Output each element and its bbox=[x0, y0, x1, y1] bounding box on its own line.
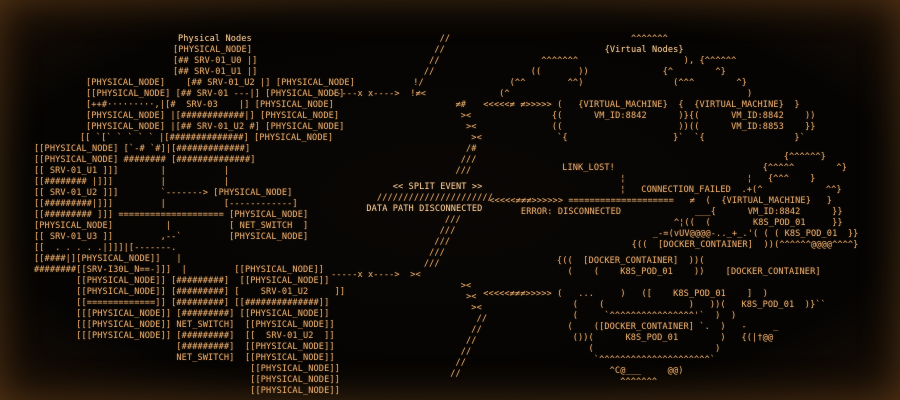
ascii-line: /// bbox=[350, 226, 456, 236]
ascii-line: (^^ ^^) (^^^ ^} bbox=[478, 78, 747, 88]
link-lost-label: LINK_LOST! {^^^^^ ^} bbox=[520, 163, 847, 173]
physical-nodes-title: Physical Nodes bbox=[178, 34, 252, 44]
ascii-line: // bbox=[350, 314, 488, 324]
ascii-line: [[PHYSICAL_NODE]] [#########] [ SRV-01_U… bbox=[34, 287, 346, 297]
ascii-line: /// bbox=[350, 215, 461, 225]
ascii-line: /// bbox=[350, 248, 445, 258]
ascii-line: ( `^^^^^^^^^^^^^^^^'` ) ) bbox=[520, 311, 737, 321]
ascii-line: [[ SRV-01_U2 ]]] `-------> [PHYSICAL_NOD… bbox=[34, 188, 293, 198]
ascii-line: NET_SWITCH] [[PHYSICAL_NODE]] bbox=[34, 353, 335, 363]
ascii-line: [[####|][PHYSICAL_NODE]] | bbox=[34, 254, 182, 264]
ascii-line: ≠# bbox=[350, 100, 467, 110]
ascii-line: ^C@___ @@) bbox=[520, 366, 684, 376]
ascii-line: [PHYSICAL_NODE] |[############|] [PHYSIC… bbox=[86, 111, 340, 121]
ascii-line: /// bbox=[350, 259, 440, 269]
ascii-line: `^^^^^^^^^^^^^^^^^^^^^` bbox=[520, 355, 716, 365]
ascii-line: // bbox=[350, 358, 467, 368]
ascii-line: [[PHYSICAL_NODE] ######## [#############… bbox=[34, 155, 256, 165]
ascii-line: [#########] [[PHYSICAL_NODE]] bbox=[34, 342, 335, 352]
ascii-line: ^^^^^^^ bbox=[478, 34, 668, 44]
ascii-line: [[ SRV-01_U1 ]]] | | bbox=[34, 166, 230, 176]
ascii-line: (( )) {^ ^} bbox=[478, 67, 726, 77]
ascii-line: [[ SRV-01_U3 ]] ,--` [PHYSICAL_NODE] bbox=[34, 232, 309, 242]
ascii-line: // bbox=[350, 347, 472, 357]
ascii-line: ^^^^^^^ bbox=[520, 377, 658, 387]
ascii-line: >< bbox=[350, 133, 482, 143]
ascii-line: [[PHYSICAL_NODE]] [#########] [[PHYSICAL… bbox=[34, 276, 330, 286]
ascii-line: ( ([DOCKER_CONTAINER] `. ) - _ bbox=[520, 322, 779, 332]
ascii-line: [[PHYSICAL_NODE] [## SRV-01 ---|] [PHYSI… bbox=[86, 89, 345, 99]
ascii-line: [PHYSICAL_NODE] bbox=[173, 45, 253, 55]
ascii-line: ¦ ¦ {^^^ } bbox=[520, 174, 816, 184]
ascii-line: ( ( K8S_POD_01 )) [DOCKER_CONTAINER] bbox=[520, 267, 821, 277]
ascii-line: >< bbox=[350, 111, 472, 121]
ascii-line: // bbox=[350, 56, 440, 66]
ascii-line: // bbox=[350, 34, 451, 44]
error-disconnected-label: ERROR: DISCONNECTED ___{ VM_ID:8842 }} bbox=[484, 207, 843, 217]
ascii-line: !/ bbox=[350, 78, 424, 88]
ascii-line: [## SRV-01_U1 |] bbox=[173, 67, 258, 77]
ascii-line: [[ . . . . .|]]]|[-------. bbox=[34, 243, 177, 253]
ascii-line: /// bbox=[350, 166, 472, 176]
ascii-line: /// bbox=[350, 155, 477, 165]
ascii-line: ( ( ) ))( K8S_POD_01 )}`` bbox=[520, 300, 826, 310]
ascii-line: [[######### ]]] ==================== [PH… bbox=[34, 210, 309, 220]
ascii-line: ########[[SRV-I30L_N==-]]] | [[PHYSICAL_… bbox=[34, 265, 325, 275]
ascii-line: [[#########|]]] | [------------] bbox=[34, 199, 298, 209]
ascii-line: <<<<<≠≠≠>>>>> ( ... ) ([ K8S_POD_01 ] ) bbox=[478, 289, 769, 299]
ascii-line: {^^^^^^} bbox=[520, 152, 826, 162]
ascii-line: [[PHYSICAL_NODE] [`-# `#]|[#############… bbox=[34, 144, 251, 154]
ascii-line: <<<<<≠ ≠>>>>> ( {VIRTUAL_MACHINE} { {VIR… bbox=[478, 100, 800, 110]
ascii-line: ////////////////////// bbox=[340, 193, 493, 203]
ascii-line: [[######## |]]] | | bbox=[34, 177, 230, 187]
split-event-label: << SPLIT EVENT >> bbox=[340, 182, 483, 192]
ascii-line: [[ `[` ` ` ` ` |[##############] [PHYSIC… bbox=[80, 133, 334, 143]
ascii-line: // bbox=[350, 67, 435, 77]
ascii-line: [++#·········,|[# SRV-03 |] [PHYSICAL_NO… bbox=[86, 100, 334, 110]
ascii-line: /// bbox=[350, 237, 451, 247]
ascii-line: {( VM_ID:8842 )}{( VM_ID:8842 )) bbox=[478, 111, 816, 121]
ascii-line: [[PHYSICAL_NODE]] bbox=[34, 364, 340, 374]
ascii-line: _-=(vUV@@@@-.._+_.'( ( ( K8S_POD_01 }} bbox=[484, 229, 859, 239]
ascii-line: // bbox=[350, 45, 445, 55]
ascii-line: /# bbox=[350, 144, 477, 154]
ascii-line: [[PHYSICAL_NODE]] bbox=[34, 375, 340, 385]
connection-failed-label: ¦ CONNECTION_FAILED .+(^ ^^} bbox=[520, 185, 842, 195]
ascii-line: >< bbox=[350, 281, 472, 291]
ascii-line: >< bbox=[350, 292, 477, 302]
ascii-line: {(( [DOCKER_CONTAINER] ))( bbox=[520, 256, 705, 266]
ascii-line: [PHYSICAL_NODE] [## SRV-01_U2 |] [PHYSIC… bbox=[86, 78, 355, 88]
ascii-line: // bbox=[350, 336, 477, 346]
ascii-line: [[[PHYSICAL_NODE]] NET_SWITCH] [[PHYSICA… bbox=[34, 320, 335, 330]
virtual-nodes-title: {Virtual Nodes} bbox=[478, 45, 684, 55]
ascii-line: ())( K8S_POD_01 ) {(|†@@ bbox=[520, 333, 774, 343]
ascii-line: >< bbox=[350, 303, 482, 313]
ascii-line: // bbox=[350, 325, 482, 335]
ascii-line: ^^^^^^^ ), {^^^^^^ bbox=[478, 56, 737, 66]
ascii-line: [PHYSICAL_NODE] |[## SRV-01_U2 #] [PHYSI… bbox=[86, 122, 345, 132]
ascii-line: [[PHYSICAL_NODE]] bbox=[34, 386, 340, 396]
ascii-line: {(( [DOCKER_CONTAINER] ))(^^^^^^@@@@^^^^… bbox=[484, 240, 859, 250]
ascii-line: -----x x----> !≠< bbox=[310, 89, 427, 99]
ascii-line: [## SRV-01_U0 |] bbox=[173, 56, 258, 66]
ascii-line: [PHYSICAL_NODE] | [ NET_SWITCH ] bbox=[34, 221, 309, 231]
ascii-line: -----x x----> >< bbox=[310, 270, 421, 280]
ascii-line: [[[PHYSICAL_NODE]] [#########] [[PHYSICA… bbox=[34, 309, 330, 319]
ascii-line: <<<<<≠≠≠>>>>>> ==================== ≠ ( … bbox=[484, 196, 833, 206]
ascii-line: ( ) bbox=[520, 344, 721, 354]
ascii-line: [[=============]] [#########] [[########… bbox=[34, 298, 330, 308]
ascii-line: (( ))(( VM_ID:8853 }} bbox=[478, 122, 816, 132]
ascii-line: [[[PHYSICAL_NODE]] [#########] [[ SRV-01… bbox=[34, 331, 335, 341]
data-path-disconnected-label: DATA PATH DISCONNECTED bbox=[340, 204, 483, 214]
ascii-line: // bbox=[350, 369, 461, 379]
ascii-line: >< bbox=[350, 122, 477, 132]
ascii-line: ^¦(( ( K8S_POD_01 }} bbox=[484, 218, 843, 228]
ascii-line: (^ ) bbox=[478, 89, 753, 99]
ascii-line: `{ }` `{ }` bbox=[478, 133, 805, 143]
